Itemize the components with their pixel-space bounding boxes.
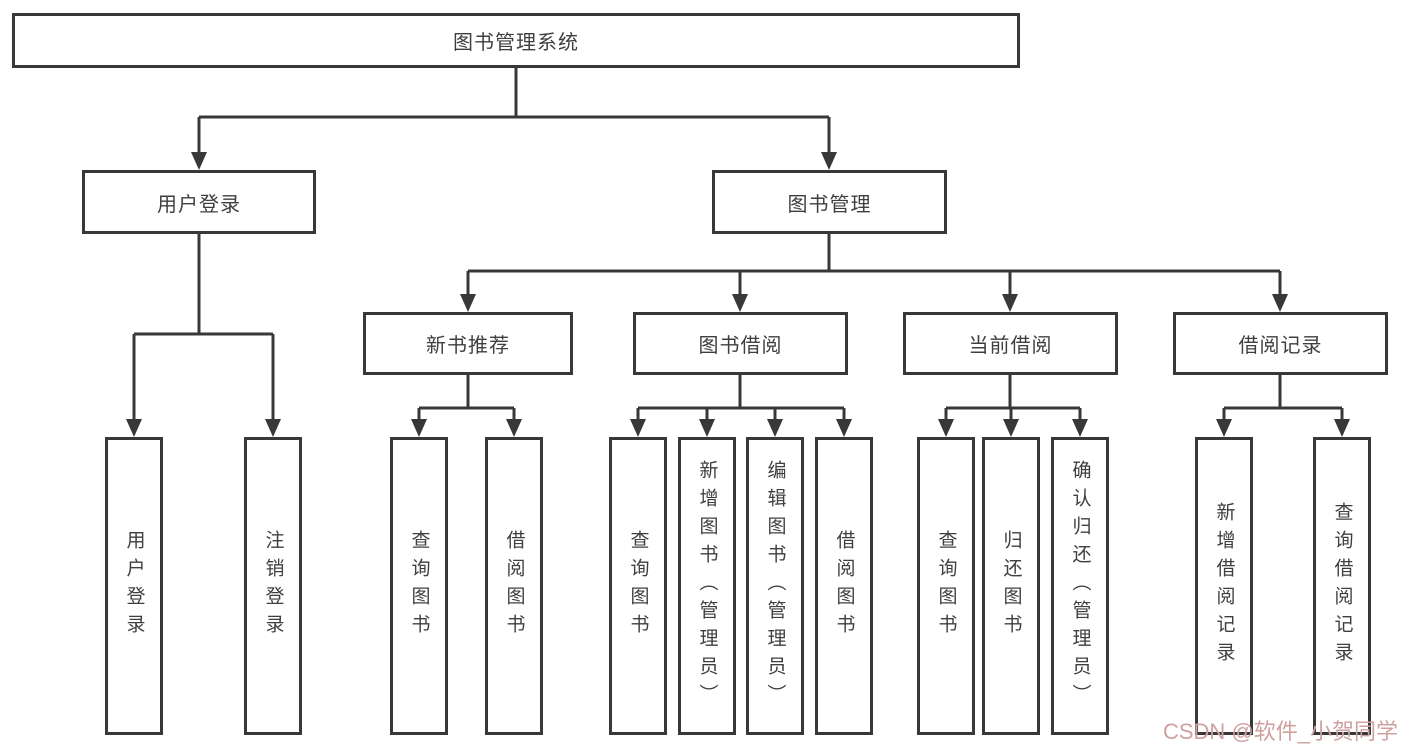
leaf-records-query-record: 查询借阅记录 <box>1313 437 1371 735</box>
leaf-recommend-query-books: 查询图书 <box>390 437 448 735</box>
node-book-borrow: 图书借阅 <box>633 312 848 375</box>
node-label: 用户登录 <box>157 193 241 216</box>
arrowhead <box>699 419 715 437</box>
node-label: 图书管理系统 <box>453 32 579 54</box>
leaf-user-login: 用户登录 <box>105 437 163 735</box>
leaf-recommend-borrow-books: 借阅图书 <box>485 437 543 735</box>
branch-book-borrow <box>630 375 852 437</box>
branch-new-book-recommend <box>411 375 522 437</box>
leaf-borrow-add-books-admin: 新增图书（管理员） <box>678 437 736 735</box>
arrowhead <box>1272 294 1288 312</box>
leaf-current-confirm-return-admin: 确认归还（管理员） <box>1051 437 1109 735</box>
leaf-borrow-borrow-books: 借阅图书 <box>815 437 873 735</box>
leaf-label: 注销登录 <box>262 530 284 642</box>
csdn-watermark: CSDN @软件_小贺同学 <box>1162 719 1398 744</box>
leaf-label: 新增借阅记录 <box>1213 502 1235 670</box>
arrowhead <box>767 419 783 437</box>
leaf-records-add-record: 新增借阅记录 <box>1195 437 1253 735</box>
leaf-label: 确认归还（管理员） <box>1069 460 1091 712</box>
arrowhead <box>938 419 954 437</box>
arrowhead <box>126 419 142 437</box>
leaf-label: 借阅图书 <box>503 530 525 642</box>
leaf-logout: 注销登录 <box>244 437 302 735</box>
branch-book-management <box>460 234 1288 312</box>
arrowhead <box>1216 419 1232 437</box>
leaf-label: 用户登录 <box>123 530 145 642</box>
arrowhead <box>460 294 476 312</box>
leaf-label: 查询图书 <box>408 530 430 642</box>
arrowhead <box>506 419 522 437</box>
arrowhead <box>630 419 646 437</box>
node-root: 图书管理系统 <box>12 13 1020 68</box>
arrowhead <box>1002 294 1018 312</box>
arrowhead <box>411 419 427 437</box>
leaf-current-return-books: 归还图书 <box>982 437 1040 735</box>
leaf-label: 新增图书（管理员） <box>696 460 718 712</box>
node-current-borrow: 当前借阅 <box>903 312 1118 375</box>
leaf-label: 查询借阅记录 <box>1331 502 1353 670</box>
leaf-label: 借阅图书 <box>833 530 855 642</box>
leaf-label: 查询图书 <box>935 530 957 642</box>
node-label: 图书管理 <box>787 193 872 216</box>
leaf-label: 归还图书 <box>1000 530 1022 642</box>
arrowhead <box>836 419 852 437</box>
arrowhead <box>191 152 207 170</box>
arrowhead <box>1072 419 1088 437</box>
branch-current-borrow <box>938 375 1088 437</box>
arrowhead <box>1003 419 1019 437</box>
node-label: 图书借阅 <box>698 335 783 357</box>
leaf-borrow-query-books: 查询图书 <box>609 437 667 735</box>
node-user-login: 用户登录 <box>82 170 316 234</box>
branch-borrow-records <box>1216 375 1350 437</box>
arrowhead <box>1334 419 1350 437</box>
node-borrow-records: 借阅记录 <box>1173 312 1388 375</box>
arrowhead <box>265 419 281 437</box>
arrowhead <box>821 152 837 170</box>
node-label: 新书推荐 <box>426 335 510 357</box>
arrowhead <box>732 294 748 312</box>
branch-root <box>191 68 837 170</box>
leaf-current-query-books: 查询图书 <box>917 437 975 735</box>
node-new-book-recommend: 新书推荐 <box>363 312 573 375</box>
node-label: 当前借阅 <box>968 335 1053 357</box>
leaf-label: 查询图书 <box>627 530 649 642</box>
node-label: 借阅记录 <box>1238 335 1323 357</box>
leaf-label: 编辑图书（管理员） <box>764 460 786 712</box>
node-book-management: 图书管理 <box>712 170 947 234</box>
leaf-borrow-edit-books-admin: 编辑图书（管理员） <box>746 437 804 735</box>
branch-user-login <box>126 234 281 437</box>
